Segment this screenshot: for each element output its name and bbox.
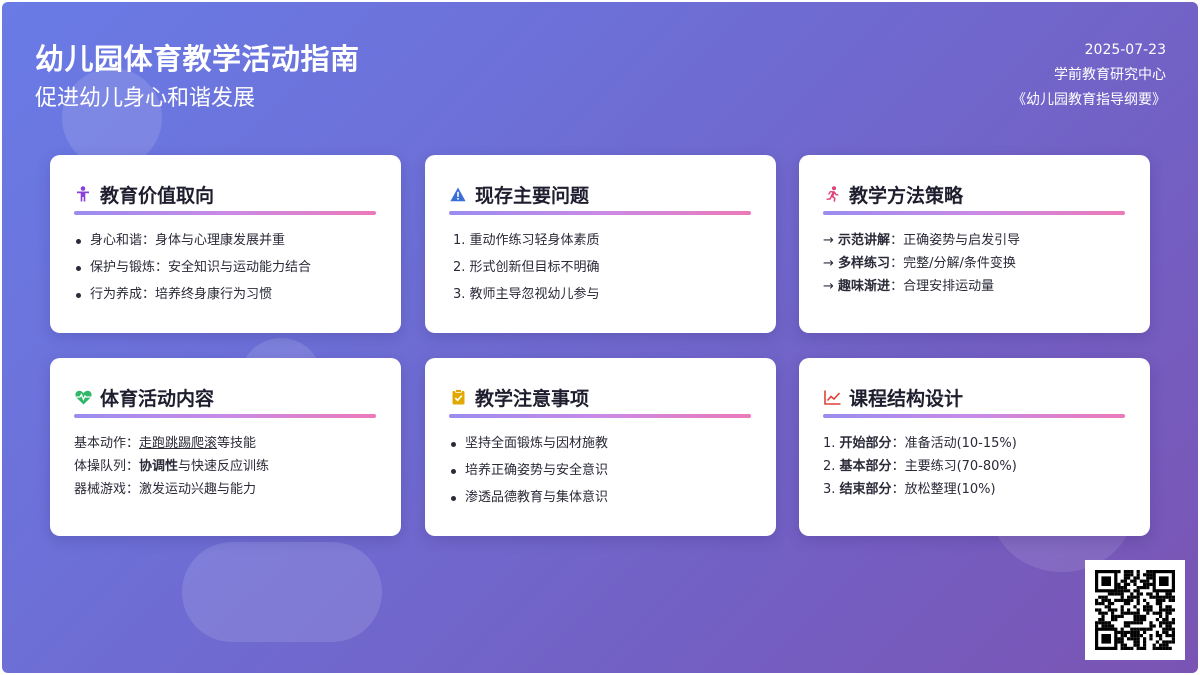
- list-item: 坚持全面锻炼与因材施教: [449, 434, 752, 461]
- item-text: ：主要练习(70-80%): [891, 459, 1017, 474]
- list-item: 体操队列：协调性与快速反应训练: [74, 457, 377, 480]
- item-label: 结束部分: [839, 482, 892, 497]
- item-text: 等技能: [217, 436, 257, 451]
- list-item: 培养正确姿势与安全意识: [449, 461, 752, 488]
- list-item: 行为养成：培养终身康行为习惯: [74, 285, 377, 312]
- qr-code-graphic: [1095, 570, 1175, 650]
- item-number: 1.: [823, 436, 836, 451]
- item-label: 基本动作：: [74, 436, 140, 451]
- item-label: 体操队列：: [74, 459, 140, 474]
- list-item: 1. 开始部分：准备活动(10-15%): [823, 434, 1126, 457]
- list-item: 2. 形式创新但目标不明确: [453, 260, 600, 275]
- child-icon: [74, 185, 92, 203]
- title-underline: [823, 414, 1125, 418]
- card-structure: 课程结构设计 1. 开始部分：准备活动(10-15%) 2. 基本部分：主要练习…: [799, 358, 1150, 536]
- item-text: 激发运动兴趣与能力: [139, 482, 257, 497]
- clipboard-check-icon: [449, 388, 467, 406]
- list-item: → 多样练习：完整/分解/条件变换: [823, 254, 1126, 277]
- running-icon: [823, 185, 841, 203]
- item-number: 2.: [823, 459, 836, 474]
- card-content: 体育活动内容 基本动作：走跑跳踢爬滚等技能 体操队列：协调性与快速反应训练 器械…: [50, 358, 401, 536]
- item-label: 开始部分: [839, 436, 892, 451]
- card-title: 现存主要问题: [475, 184, 590, 207]
- header-meta: 2025-07-23 学前教育研究中心 《幼儿园教育指导纲要》: [1012, 38, 1166, 113]
- qr-code-icon[interactable]: [1085, 560, 1185, 660]
- item-text: ：完整/分解/条件变换: [890, 256, 1016, 271]
- item-label: 趣味渐进: [838, 279, 891, 294]
- item-text: ：合理安排运动量: [890, 279, 995, 294]
- list-item: 保护与锻炼：安全知识与运动能力结合: [74, 258, 377, 285]
- date-label: 2025-07-23: [1084, 42, 1166, 58]
- list-item: 3. 结束部分：放松整理(10%): [823, 480, 1126, 503]
- card-methods: 教学方法策略 → 示范讲解：正确姿势与启发引导 → 多样练习：完整/分解/条件变…: [799, 155, 1150, 333]
- line-chart-icon: [823, 388, 841, 406]
- decorative-pill: [182, 542, 382, 642]
- warning-icon: [449, 185, 467, 203]
- title-underline: [74, 414, 376, 418]
- title-underline: [449, 414, 751, 418]
- arrow-glyph: →: [823, 256, 834, 271]
- card-values: 教育价值取向 身心和谐：身体与心理康发展并重 保护与锻炼：安全知识与运动能力结合…: [50, 155, 401, 333]
- decorative-circle: [62, 68, 162, 168]
- title-underline: [823, 211, 1125, 215]
- list-item: 器械游戏：激发运动兴趣与能力: [74, 480, 377, 503]
- card-title: 教学方法策略: [849, 184, 964, 207]
- item-highlight: 走跑跳踢爬滚: [139, 436, 218, 451]
- item-label: 示范讲解: [838, 233, 891, 248]
- item-label: 器械游戏：: [74, 482, 140, 497]
- source-label: 《幼儿园教育指导纲要》: [1012, 92, 1166, 108]
- item-text: ：正确姿势与启发引导: [890, 233, 1021, 248]
- arrow-glyph: →: [823, 233, 834, 248]
- list-item: 3. 教师主导忽视幼儿参与: [453, 287, 600, 302]
- card-title: 教育价值取向: [100, 184, 215, 207]
- card-title: 教学注意事项: [475, 387, 590, 410]
- list-item: 基本动作：走跑跳踢爬滚等技能: [74, 434, 377, 457]
- title-underline: [74, 211, 376, 215]
- card-title: 课程结构设计: [849, 387, 964, 410]
- item-label: 多样练习: [838, 256, 891, 271]
- page-subtitle: 促进幼儿身心和谐发展: [35, 86, 256, 111]
- list-item: → 示范讲解：正确姿势与启发引导: [823, 231, 1126, 254]
- item-label: 基本部分: [839, 459, 892, 474]
- heartbeat-icon: [74, 388, 92, 406]
- item-highlight: 协调性: [139, 459, 179, 474]
- item-text: ：准备活动(10-15%): [891, 436, 1017, 451]
- card-notes: 教学注意事项 坚持全面锻炼与因材施教 培养正确姿势与安全意识 渗透品德教育与集体…: [425, 358, 776, 536]
- list-item: 身心和谐：身体与心理康发展并重: [74, 231, 377, 258]
- list-item: 2. 基本部分：主要练习(70-80%): [823, 457, 1126, 480]
- item-text: ：放松整理(10%): [891, 482, 996, 497]
- list-item: 1. 重动作练习轻身体素质: [453, 233, 600, 248]
- arrow-glyph: →: [823, 279, 834, 294]
- list-item: → 趣味渐进：合理安排运动量: [823, 277, 1126, 300]
- page-title: 幼儿园体育教学活动指南: [35, 42, 360, 76]
- item-number: 3.: [823, 482, 836, 497]
- list-item: 渗透品德教育与集体意识: [449, 488, 752, 515]
- item-text: 与快速反应训练: [178, 459, 270, 474]
- org-label: 学前教育研究中心: [1054, 67, 1166, 83]
- title-underline: [449, 211, 751, 215]
- card-title: 体育活动内容: [100, 387, 215, 410]
- card-problems: 现存主要问题 1. 重动作练习轻身体素质 2. 形式创新但目标不明确 3. 教师…: [425, 155, 776, 333]
